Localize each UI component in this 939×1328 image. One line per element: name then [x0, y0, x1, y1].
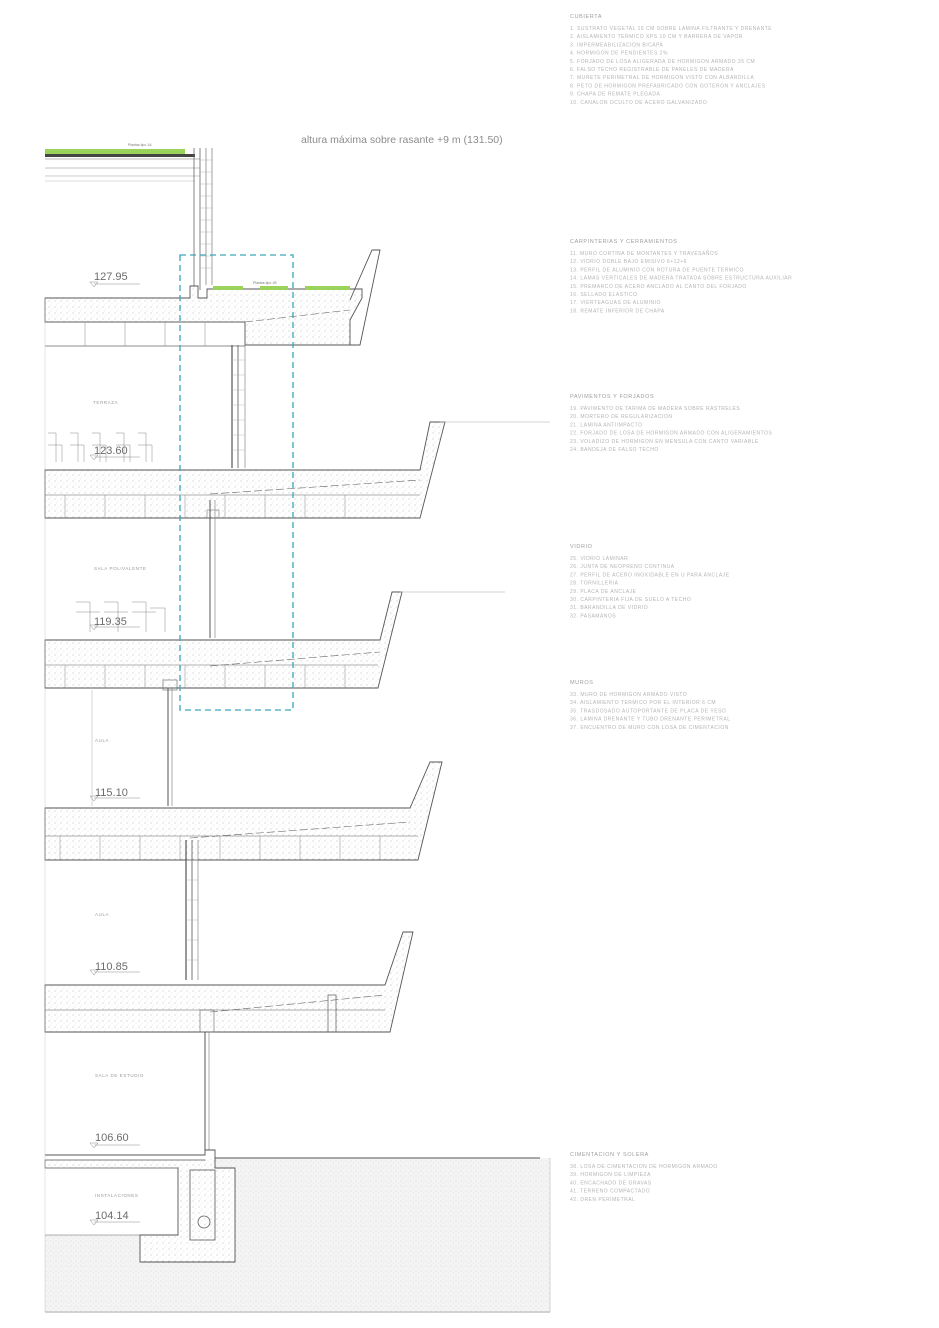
legend-line: 26. JUNTA DE NEOPRENO CONTINUA — [570, 564, 675, 570]
legend-line: 41. TERRENO COMPACTADO — [570, 1189, 650, 1195]
upper-wall-column — [193, 148, 213, 290]
room-label: SALA POLIVALENTE — [94, 566, 147, 571]
level-label: 127.95 — [94, 271, 128, 283]
legend-line: 18. REMATE INFERIOR DE CHAPA — [570, 308, 665, 314]
legend-section-title: MUROS — [570, 680, 593, 686]
level-marker: 106.60 — [89, 1132, 140, 1149]
room-label: INSTALACIONES — [95, 1193, 138, 1198]
height-limit-label: altura máxima sobre rasante +9 m (131.50… — [301, 134, 503, 146]
legend-line: 13. PERFIL DE ALUMINIO CON ROTURA DE PUE… — [570, 267, 744, 273]
ground-level — [44, 1149, 551, 1313]
legend-line: 16. SELLADO ELASTICO — [570, 292, 638, 298]
level-marker: 127.95 — [89, 271, 140, 288]
legend-section-title: CUBIERTA — [570, 14, 602, 20]
legend-line: 34. AISLAMIENTO TERMICO POR EL INTERIOR … — [570, 700, 716, 706]
level-label: 123.60 — [94, 445, 128, 457]
facade-glass-3 — [91, 679, 178, 806]
legend-line: 7. MURETE PERIMETRAL DE HORMIGON VISTO C… — [570, 75, 754, 81]
level-label: 115.10 — [95, 787, 128, 799]
legend-line: 1. SUSTRATO VEGETAL 15 CM SOBRE LAMINA F… — [570, 26, 772, 32]
legend-line: 9. CHAPA DE REMATE PLEGADA — [570, 92, 661, 98]
level-marker: 115.10 — [89, 787, 140, 802]
level-label: 110.85 — [95, 961, 128, 973]
legend-line: 22. FORJADO DE LOSA DE HORMIGON ARMADO C… — [570, 431, 772, 437]
legend-line: 14. LAMAS VERTICALES DE MADERA TRATADA S… — [570, 276, 792, 282]
legend-line: 25. VIDRIO LAMINAR — [570, 556, 628, 562]
legend-line: 5. FORJADO DE LOSA ALIGERADA DE HORMIGON… — [570, 59, 755, 65]
upper-green-roof: Plantas tipo 1A — [45, 143, 200, 182]
legend-line: 24. BANDEJA DE FALSO TECHO — [570, 447, 659, 453]
roof-tag: Plantas tipo 1A — [128, 143, 152, 147]
slab-level-1: Plantas tipo 1B — [44, 249, 381, 347]
legend-line: 42. DREN PERIMETRAL — [570, 1197, 635, 1203]
legend-line: 28. TORNILLERIA — [570, 581, 619, 587]
slab-level-4 — [44, 761, 443, 861]
legend-line: 12. VIDRIO DOBLE BAJO EMISIVO 6+12+6 — [570, 259, 687, 265]
legend-line: 35. TRASDOSADO AUTOPORTANTE DE PLACA DE … — [570, 708, 726, 714]
legend-line: 33. MURO DE HORMIGON ARMADO VISTO — [570, 692, 687, 698]
facade-glass-ground — [204, 1032, 210, 1150]
facade-glass-2 — [206, 500, 220, 638]
slab-level-5 — [44, 931, 414, 1033]
legend-line: 11. MURO CORTINA DE MONTANTES Y TRAVESAÑ… — [570, 250, 718, 257]
legend-line: 37. ENCUENTRO DE MURO CON LOSA DE CIMENT… — [570, 725, 729, 731]
room-label: AULA — [95, 912, 109, 917]
legend-line: 20. MORTERO DE REGULARIZACION — [570, 414, 672, 420]
legend-line: 6. FALSO TECHO REGISTRABLE DE PANELES DE… — [570, 67, 734, 73]
level-marker: 104.14 — [89, 1210, 140, 1226]
legend-line: 38. LOSA DE CIMENTACION DE HORMIGON ARMA… — [570, 1164, 718, 1170]
legend-line: 23. VOLADIZO DE HORMIGON EN MENSULA CON … — [570, 439, 759, 445]
legend-line: 15. PREMARCO DE ACERO ANCLADO AL CANTO D… — [570, 284, 747, 290]
legend-line: 19. PAVIMENTO DE TARIMA DE MADERA SOBRE … — [570, 406, 740, 412]
legend-line: 40. ENCACHADO DE GRAVAS — [570, 1180, 652, 1186]
legend-line: 32. PASAMANOS — [570, 613, 616, 619]
legend-line: 31. BARANDILLA DE VIDRIO — [570, 605, 648, 611]
facade-lamas-1 — [231, 345, 246, 468]
legend-section-title: CARPINTERIAS Y CERRAMIENTOS — [570, 239, 678, 245]
room-label: TERRAZA — [93, 400, 118, 405]
legend-line: 4. HORMIGON DE PENDIENTES 2% — [570, 51, 668, 57]
legend-line: 21. LAMINA ANTIIMPACTO — [570, 422, 643, 428]
legend-line: 2. AISLAMIENTO TERMICO XPS 10 CM Y BARRE… — [570, 34, 743, 40]
legend-line: 36. LAMINA DRENANTE Y TUBO DRENANTE PERI… — [570, 717, 731, 723]
legend-section-title: CIMENTACION Y SOLERA — [570, 1152, 649, 1158]
room-label: AULA — [95, 738, 109, 743]
legend-line: 27. PERFIL DE ACERO INOXIDABLE EN U PARA… — [570, 572, 730, 578]
legend-line: 39. HORMIGON DE LIMPIEZA — [570, 1172, 651, 1178]
furniture-chairs — [48, 432, 153, 462]
legend-section-title: VIDRIO — [570, 544, 593, 550]
facade-lamas-4 — [185, 840, 199, 980]
roof-tag: Plantas tipo 1B — [253, 281, 277, 285]
level-marker: 119.35 — [89, 616, 140, 631]
detail-callout-box[interactable] — [179, 254, 294, 711]
legend-section-title: PAVIMENTOS Y FORJADOS — [570, 394, 654, 400]
legend-line: 17. VIERTEAGUAS DE ALUMINIO — [570, 300, 661, 306]
legend-line: 8. PETO DE HORMIGON PREFABRICADO CON GOT… — [570, 83, 766, 89]
legend-line: 30. CARPINTERIA FIJA DE SUELO A TECHO — [570, 597, 691, 603]
level-label: 104.14 — [95, 1210, 129, 1222]
legend-line: 29. PLACA DE ANCLAJE — [570, 589, 637, 595]
room-label: SALA DE ESTUDIO — [95, 1073, 144, 1078]
legend-line: 3. IMPERMEABILIZACION BICAPA — [570, 42, 664, 48]
legend-line: 10. CANALON OCULTO DE ACERO GALVANIZADO — [570, 100, 707, 106]
legend: CUBIERTA 1. SUSTRATO VEGETAL 15 CM SOBRE … — [570, 14, 792, 1203]
level-label: 106.60 — [95, 1132, 129, 1144]
level-marker: 110.85 — [89, 961, 140, 976]
level-label: 119.35 — [94, 616, 127, 628]
slab-level-2 — [44, 421, 550, 519]
furniture-desks — [76, 601, 166, 632]
level-marker: 123.60 — [89, 445, 140, 461]
slab-level-3 — [44, 591, 505, 689]
